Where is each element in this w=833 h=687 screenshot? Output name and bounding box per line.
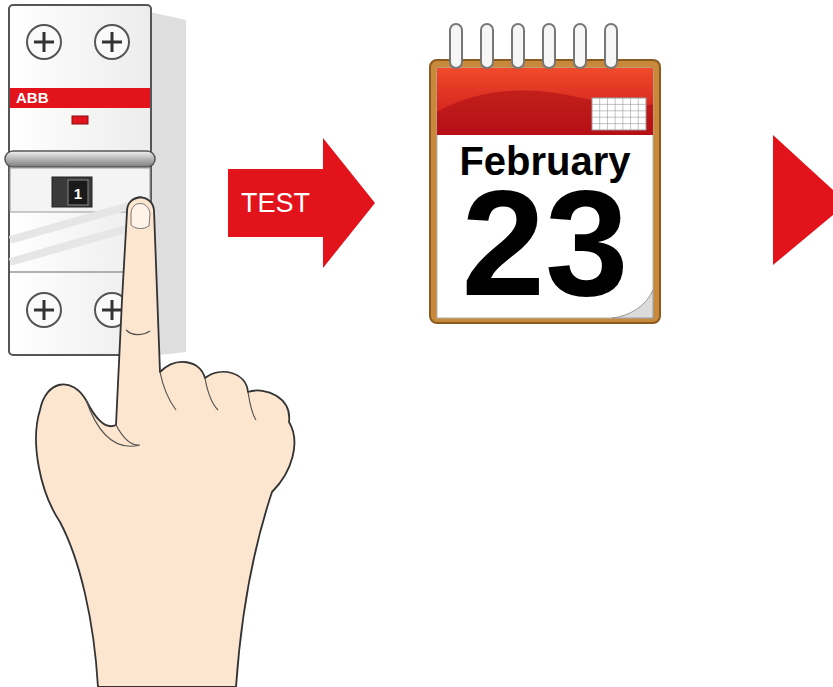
fingernail xyxy=(131,204,150,229)
terminal-screw xyxy=(102,300,122,320)
mini-calendar xyxy=(592,110,646,111)
indicator xyxy=(72,116,88,124)
skin-crease xyxy=(86,330,256,446)
binding-ring xyxy=(450,24,462,68)
terminal-screw xyxy=(95,25,129,59)
mini-calendar xyxy=(592,104,646,105)
calendar-page: February23 xyxy=(375,20,685,340)
calendar xyxy=(430,24,660,323)
terminal-screw xyxy=(34,32,54,52)
mini-calendar xyxy=(615,98,616,130)
binding-ring xyxy=(481,24,493,68)
brand-band xyxy=(10,88,150,108)
calendar-day: 23 xyxy=(462,168,629,318)
mini-calendar xyxy=(592,117,646,118)
terminal-screw xyxy=(27,293,61,327)
arrow-label: TEST xyxy=(241,190,310,217)
hand xyxy=(36,197,294,687)
next-arrow xyxy=(773,135,833,265)
rcd-device xyxy=(5,5,186,356)
mini-calendar xyxy=(592,123,646,124)
terminal-screw xyxy=(102,32,122,52)
binding-ring xyxy=(512,24,524,68)
hand xyxy=(36,197,294,687)
header-wave xyxy=(437,90,653,135)
mini-calendar xyxy=(622,98,623,130)
mini-calendar xyxy=(592,98,646,130)
binding-ring xyxy=(543,24,555,68)
block-arrow xyxy=(228,138,375,268)
switch-position: 1 xyxy=(74,186,82,201)
mini-calendar xyxy=(599,98,600,130)
brand-logo: ABB xyxy=(16,90,49,105)
rcd-device: ABB 1 xyxy=(0,0,228,360)
terminal-screw xyxy=(27,25,61,59)
handle-rail xyxy=(5,151,155,167)
switch-window xyxy=(52,177,92,207)
mini-calendar xyxy=(630,98,631,130)
binding-ring xyxy=(450,24,617,68)
calendar xyxy=(430,60,660,323)
binding-ring xyxy=(574,24,586,68)
mini-calendar xyxy=(638,98,639,130)
switch-toggle xyxy=(68,180,88,205)
mini-calendar xyxy=(607,98,608,130)
calendar xyxy=(437,68,653,318)
terminal-screw xyxy=(34,300,54,320)
mini-calendar xyxy=(592,98,646,130)
binding-ring xyxy=(605,24,617,68)
calendar-header xyxy=(437,68,653,135)
